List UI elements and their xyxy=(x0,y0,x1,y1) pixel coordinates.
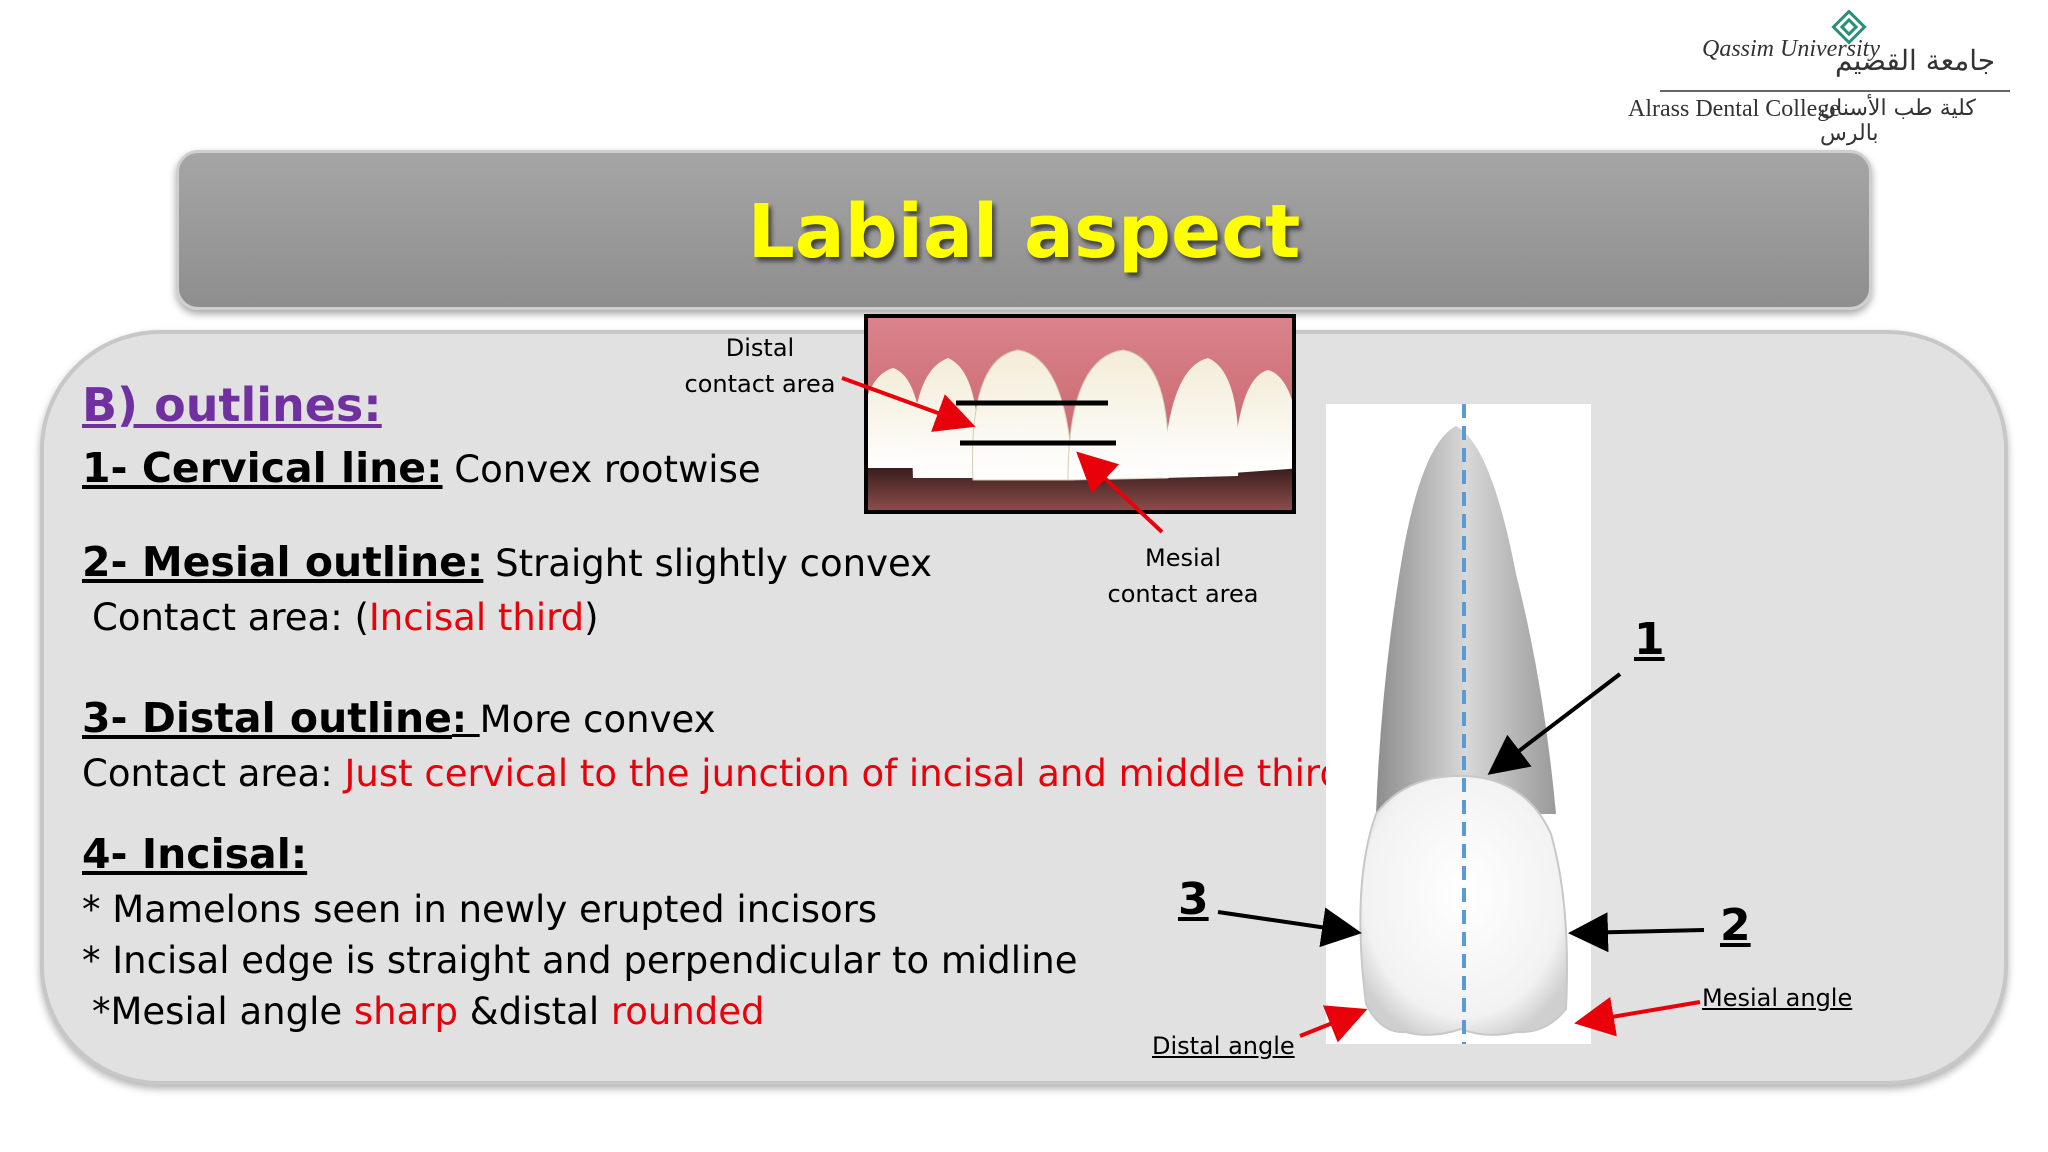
cervical-line-item: 1- Cervical line: Convex rootwise xyxy=(82,444,761,492)
slide-title: Labial aspect xyxy=(747,189,1301,275)
logo-university-name: Qassim University xyxy=(1702,36,1880,62)
incisal-line-mamelons: * Mamelons seen in newly erupted incisor… xyxy=(82,888,878,931)
photo-label-mesial-line2: contact area xyxy=(1107,580,1259,608)
mesial-contact-area: Contact area: (Incisal third) xyxy=(92,596,599,639)
photo-label-distal-contact: Distal contact area xyxy=(680,330,840,402)
diagram-number-2: 2 xyxy=(1720,900,1751,951)
angles-text-c: &distal xyxy=(457,990,611,1033)
logo-university-name-arabic: جامعة القصيم xyxy=(1835,44,1996,77)
distal-contact-prefix: Contact area: xyxy=(82,752,345,795)
angles-sharp: sharp xyxy=(353,990,458,1033)
photo-label-mesial-line1: Mesial xyxy=(1144,544,1222,572)
mesial-outline-text: Straight slightly convex xyxy=(483,542,933,585)
arrow-1 xyxy=(1487,672,1622,775)
incisor-outline-image xyxy=(1359,404,1568,1044)
distal-angle-arrow xyxy=(1299,1005,1368,1043)
incisal-line-angles: *Mesial angle sharp &distal rounded xyxy=(92,990,765,1033)
mesial-contact-suffix: ) xyxy=(584,596,599,639)
arrow-2 xyxy=(1568,912,1705,953)
tooth-diagram xyxy=(1326,404,1591,1044)
university-logo: Qassim University جامعة القصيم Alrass De… xyxy=(1620,10,2020,146)
photo-label-distal-line2: contact area xyxy=(684,370,836,398)
photo-label-distal-line1: Distal xyxy=(725,334,795,362)
diagram-number-1: 1 xyxy=(1634,614,1665,665)
incisal-line-edge: * Incisal edge is straight and perpendic… xyxy=(82,939,1078,982)
cervical-line-text: Convex rootwise xyxy=(442,448,761,491)
arrow-3 xyxy=(1217,907,1362,948)
distal-contact-value: Just cervical to the junction of incisal… xyxy=(344,752,1363,795)
diagram-number-3: 3 xyxy=(1178,874,1209,925)
logo-emblem-icon xyxy=(1831,10,1867,45)
title-bar: Labial aspect xyxy=(176,150,1872,310)
angles-rounded: rounded xyxy=(610,990,765,1033)
mesial-outline-item: 2- Mesial outline: Straight slightly con… xyxy=(82,538,932,586)
photo-label-mesial-contact: Mesial contact area xyxy=(1100,540,1266,612)
distal-contact-area: Contact area: Just cervical to the junct… xyxy=(82,752,1362,795)
distal-outline-label: 3- Distal outline xyxy=(82,694,452,742)
incisal-label: 4- Incisal: xyxy=(82,830,308,878)
distal-outline-text: More convex xyxy=(479,698,716,741)
section-heading: B) outlines: xyxy=(82,378,382,432)
mesial-contact-arrow xyxy=(1076,451,1164,534)
logo-college-name: Alrass Dental College xyxy=(1628,96,1840,122)
distal-outline-item: 3- Distal outline: More convex xyxy=(82,694,715,742)
logo-divider xyxy=(1660,90,2010,92)
cervical-line-label: 1- Cervical line: xyxy=(82,444,443,492)
mesial-contact-prefix: Contact area: ( xyxy=(92,596,369,639)
logo-college-name-arabic: كلية طب الأسنان بالرس xyxy=(1820,96,1976,146)
distal-contact-arrow xyxy=(841,376,976,432)
mesial-contact-value: Incisal third xyxy=(368,596,585,639)
angles-text-a: *Mesial angle xyxy=(92,990,354,1033)
mesial-outline-label: 2- Mesial outline: xyxy=(82,538,484,586)
mesial-angle-label: Mesial angle xyxy=(1702,984,1853,1012)
distal-angle-label: Distal angle xyxy=(1152,1032,1295,1060)
distal-outline-colon: : xyxy=(451,698,480,741)
mesial-angle-arrow xyxy=(1574,996,1701,1037)
